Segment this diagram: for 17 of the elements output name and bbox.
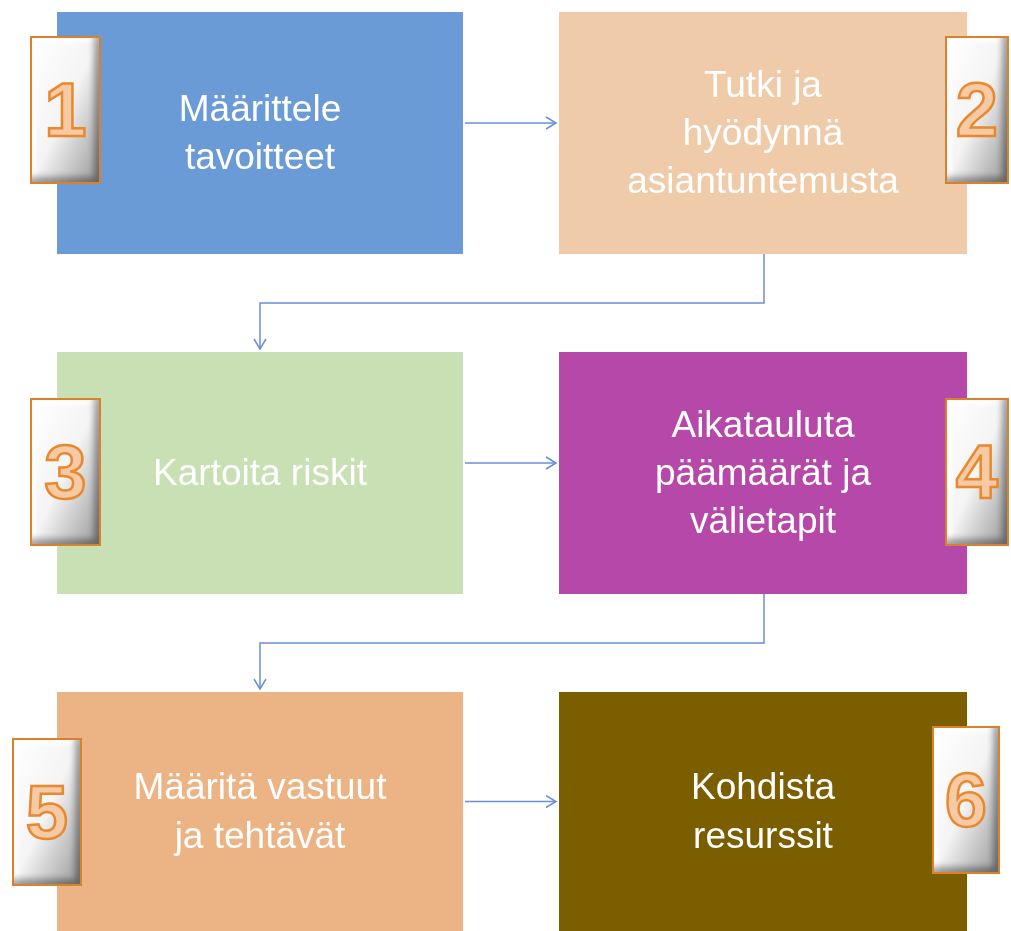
step-text: Määritä vastuut ja tehtävät — [132, 765, 388, 858]
arrow — [464, 456, 557, 470]
number-badge: 5 — [12, 738, 82, 886]
arrow — [253, 253, 765, 350]
number-badge: 4 — [945, 398, 1009, 546]
number-badge: 1 — [30, 36, 101, 184]
step-text: Aikatauluta päämäärät ja välietapit — [654, 402, 872, 544]
step-text: Kohdista resurssit — [690, 765, 836, 858]
arrow — [464, 794, 557, 809]
number-badge: 3 — [30, 398, 101, 546]
number-badge: 2 — [945, 36, 1009, 184]
step-text: Määrittele tavoitteet — [177, 86, 343, 179]
step-text: Tutki ja hyödynnä asiantuntemusta — [627, 62, 899, 204]
arrow — [253, 593, 765, 690]
arrow — [464, 116, 557, 130]
step-text: Kartoita riskit — [153, 450, 367, 495]
number-badge: 6 — [932, 726, 1000, 874]
